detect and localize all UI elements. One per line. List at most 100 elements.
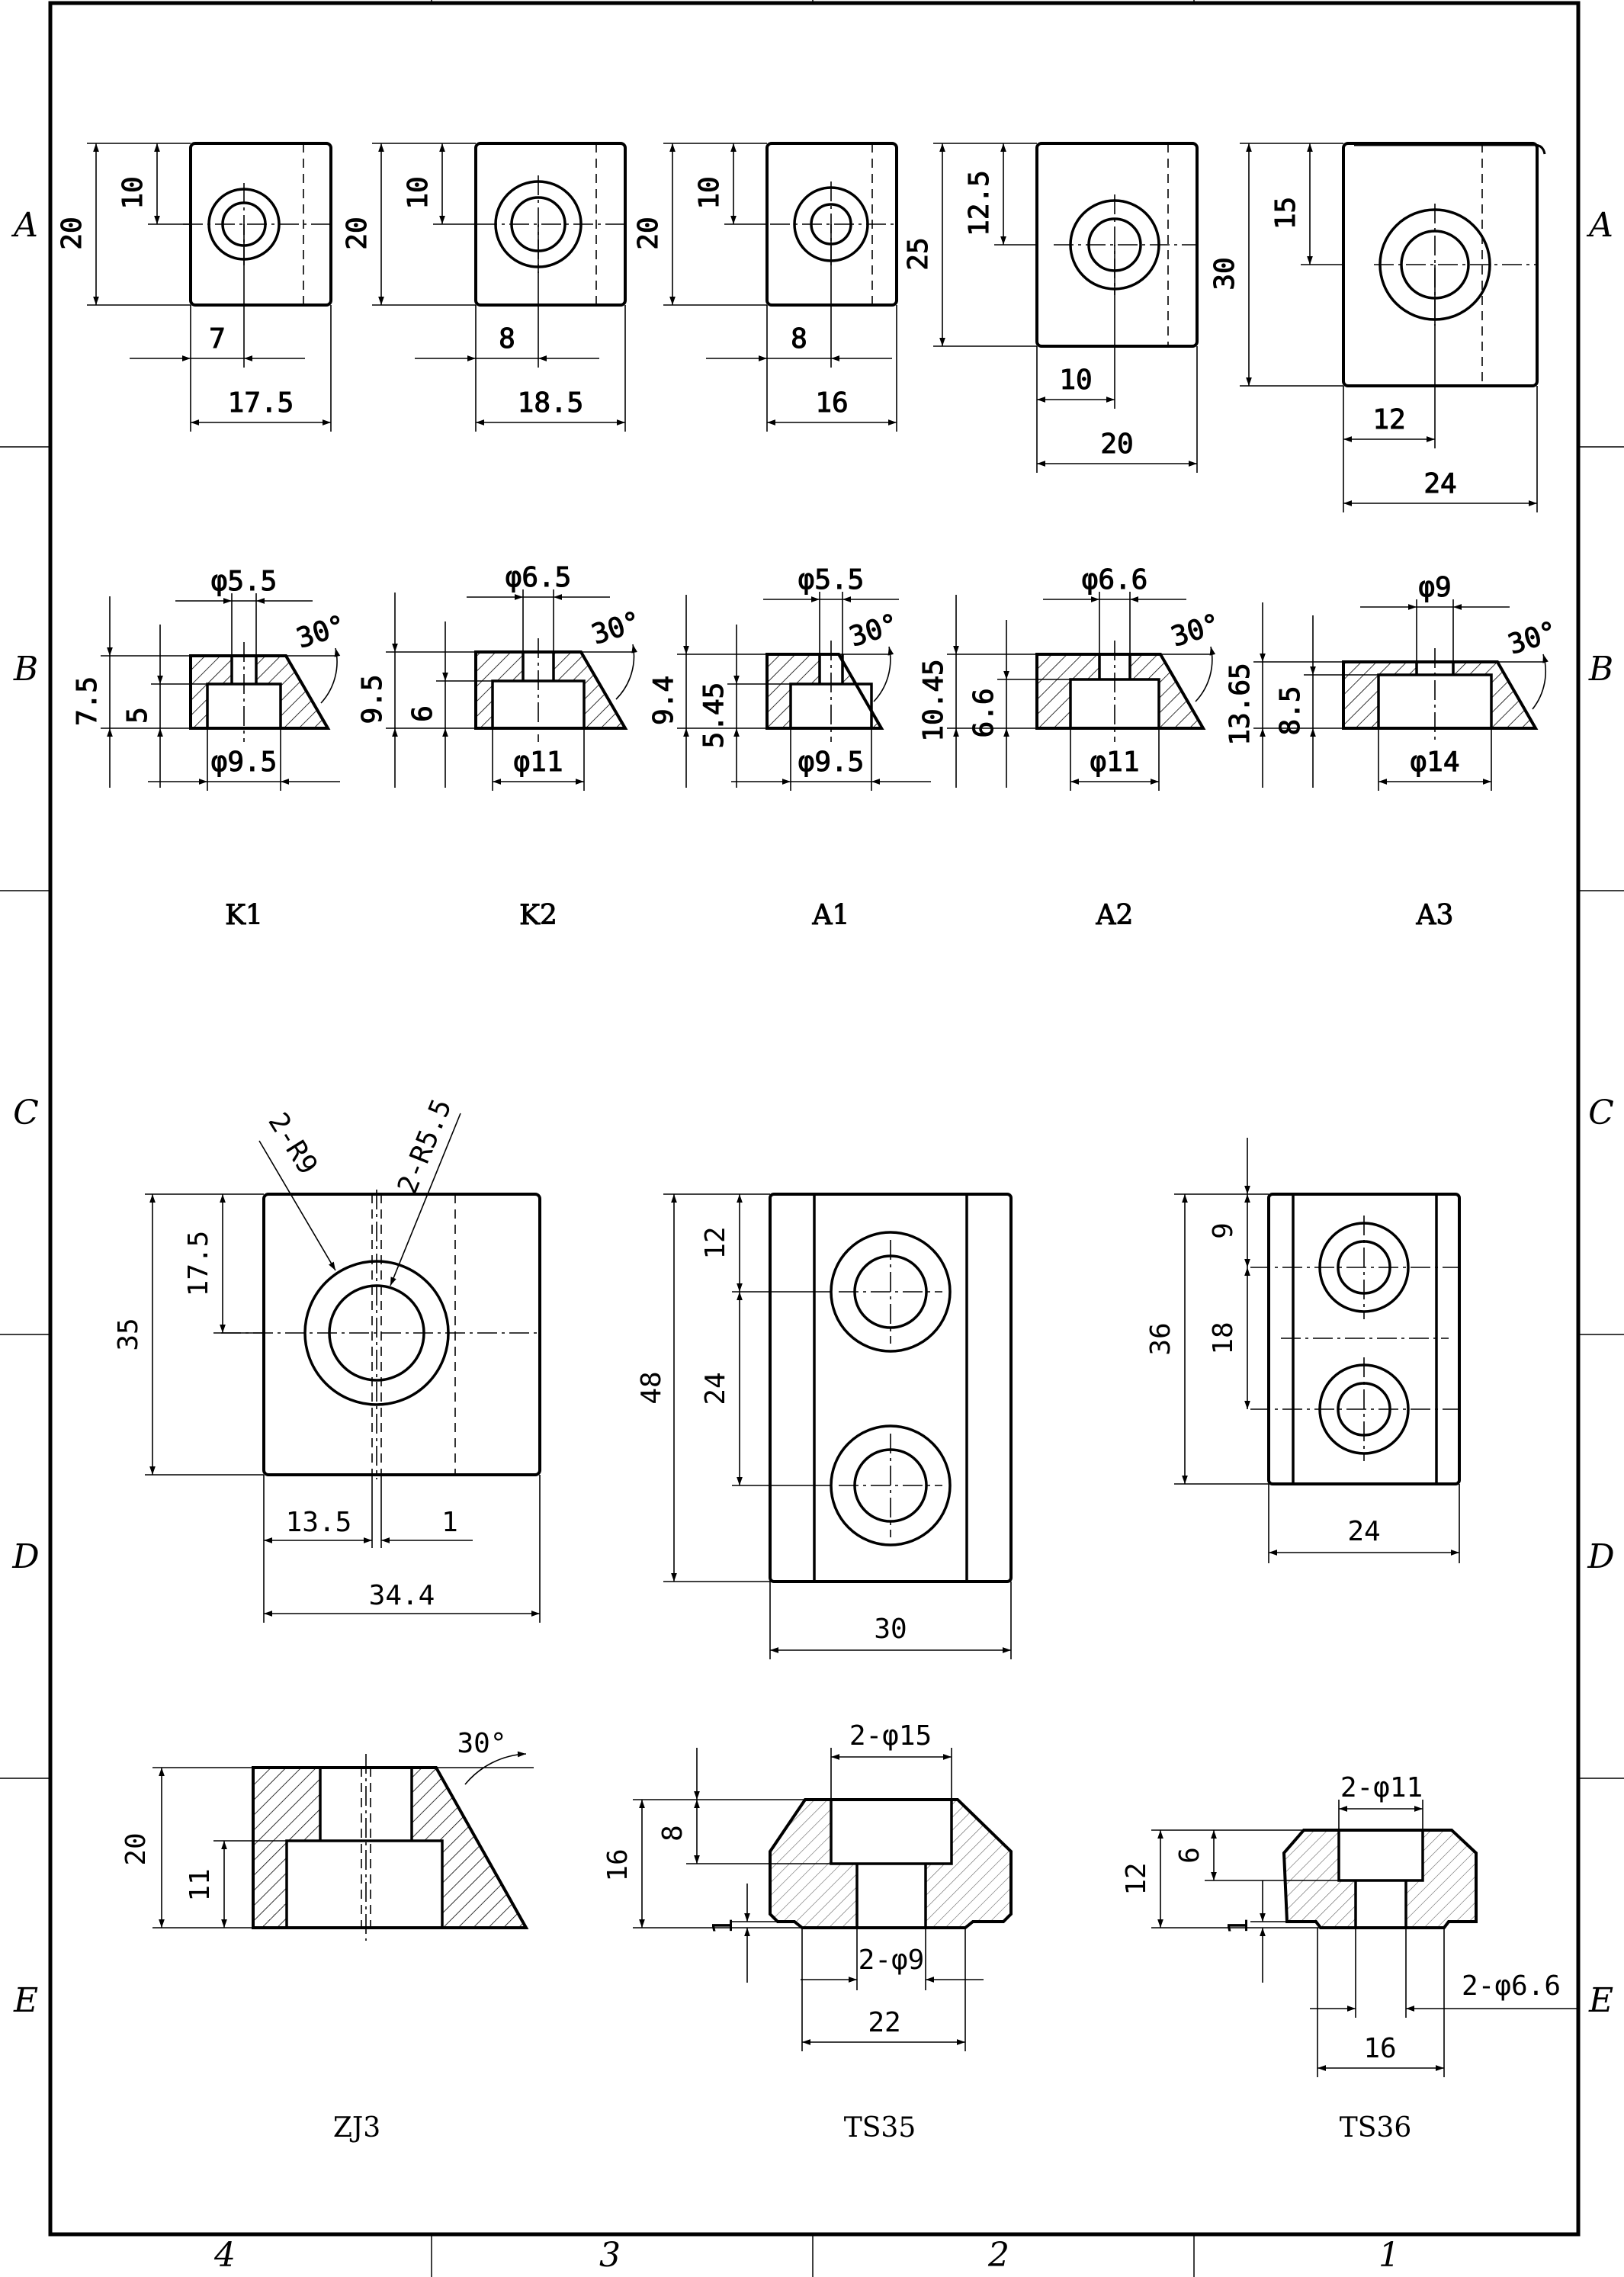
row-label-left: A: [11, 206, 38, 245]
k1-angle: 30°: [293, 610, 350, 655]
ts35-height: 48: [636, 1371, 667, 1404]
k1-height: 20: [56, 217, 88, 249]
k1-half-height: 10: [117, 176, 149, 209]
row-label-left: C: [13, 1094, 39, 1132]
row-label-left: B: [13, 650, 38, 689]
a2-section-height: 10.45: [918, 659, 949, 741]
ts36-top-view: 36 9 18 24: [1145, 1138, 1461, 1563]
ts36-width: 24: [1347, 1516, 1380, 1547]
a1-height: 20: [633, 217, 664, 249]
a1-pocket-height: 5.45: [698, 682, 730, 749]
a1-width: 16: [815, 387, 848, 419]
ts35-edge: 12: [700, 1226, 731, 1259]
a3-bottom-dia: φ14: [1410, 747, 1459, 778]
ts35-section-width: 22: [868, 2007, 900, 2038]
k1-section-height: 7.5: [72, 676, 103, 726]
ts35-top-view: 48 12 24 30: [636, 1193, 1013, 1659]
a2-part-label: A2: [1096, 900, 1134, 931]
a3-part-label: A3: [1416, 900, 1454, 931]
row-label-right: B: [1588, 650, 1613, 689]
ts35-width: 30: [874, 1614, 907, 1645]
ts36-edge: 9: [1208, 1222, 1239, 1239]
zj3-part-label: ZJ3: [333, 2112, 380, 2144]
a3-half-height: 15: [1270, 197, 1301, 230]
k1-part-label: K1: [225, 900, 263, 931]
row-label-right: C: [1588, 1094, 1614, 1132]
ts35-step: 1: [708, 1918, 739, 1935]
a1-section-height: 9.4: [648, 676, 679, 725]
zj3-gap: 1: [441, 1507, 458, 1538]
k2-offset: 8: [499, 323, 515, 355]
zj3-section-height: 20: [120, 1832, 152, 1865]
zj3-radius-small: 2-R5.5: [392, 1095, 458, 1199]
zj3-height: 35: [113, 1318, 144, 1350]
col-label: 1: [1378, 2236, 1400, 2275]
ts35-section-view: 2-φ15 16 8 1 2-φ9 22 TS35: [602, 1720, 1013, 2144]
ts36-hole-dia: 2-φ6.6: [1462, 1970, 1561, 2002]
k2-half-height: 10: [403, 176, 434, 209]
a3-pocket-height: 8.5: [1275, 686, 1306, 735]
a2-angle: 30°: [1167, 609, 1224, 654]
a3-offset: 12: [1372, 404, 1405, 435]
zj3-width: 34.4: [369, 1580, 435, 1611]
a1-views: 20 10 816 φ5.5 30° 9.4 5.45 φ9.5A1: [633, 142, 931, 932]
a3-width: 24: [1423, 468, 1456, 499]
ts36-part-label: TS36: [1340, 2112, 1411, 2144]
col-label: 3: [599, 2236, 621, 2275]
ts35-part-label: TS35: [844, 2112, 916, 2144]
ts36-section-width: 16: [1363, 2033, 1396, 2064]
k2-section-height: 9.5: [357, 674, 388, 724]
a1-top-dia: φ5.5: [798, 564, 865, 596]
row-label-left: E: [13, 1981, 38, 2020]
a2-bottom-dia: φ11: [1090, 747, 1139, 778]
a3-angle: 30°: [1504, 616, 1561, 661]
ts36-step: 1: [1223, 1918, 1254, 1935]
k2-angle: 30°: [588, 606, 645, 651]
zj3-offset: 13.5: [286, 1507, 352, 1538]
a2-pocket-height: 6.6: [968, 688, 1000, 737]
a2-half-height: 12.5: [964, 170, 995, 236]
k2-bottom-dia: φ11: [513, 747, 563, 778]
row-label-right: E: [1588, 1981, 1613, 2020]
k1-bottom-dia: φ9.5: [211, 747, 278, 778]
k2-width: 18.5: [518, 387, 584, 419]
a1-part-label: A1: [812, 900, 850, 931]
ts36-section-height: 12: [1121, 1862, 1152, 1895]
a1-angle: 30°: [846, 609, 903, 654]
ts36-spacing: 18: [1208, 1322, 1239, 1354]
a1-bottom-dia: φ9.5: [798, 747, 865, 778]
a3-section-height: 13.65: [1224, 663, 1256, 745]
row-label-left: D: [11, 1537, 39, 1576]
k1-width: 17.5: [228, 387, 294, 419]
ts36-section-view: 2-φ11 12 6 1 2-φ6.6 16 TS36: [1121, 1772, 1577, 2144]
k2-height: 20: [342, 217, 373, 249]
ts36-height: 36: [1145, 1322, 1176, 1355]
k1-pocket-height: 5: [122, 707, 153, 724]
ts35-hole-dia: 2-φ9: [859, 1945, 925, 1976]
zj3-radius-large: 2-R9: [262, 1107, 323, 1180]
zone-labels: A B C D E A B C D E 4 3 2 1: [11, 206, 1615, 2275]
ts35-cbore-depth: 8: [657, 1825, 688, 1842]
zj3-section-pocket: 11: [185, 1868, 216, 1901]
zj3-top-view: 2-R9 2-R5.5 35 17.5 13.5 1 34.4: [113, 1095, 541, 1623]
ts35-spacing: 24: [700, 1372, 731, 1405]
k2-pocket-height: 6: [407, 705, 438, 722]
k1-offset: 7: [209, 323, 226, 355]
zj3-section-angle: 30°: [457, 1728, 506, 1759]
a3-height: 30: [1209, 257, 1240, 290]
col-label: 2: [987, 2236, 1009, 2275]
a1-half-height: 10: [694, 176, 725, 209]
k2-part-label: K2: [519, 900, 557, 931]
row-label-right: D: [1587, 1537, 1614, 1576]
k2-top-dia: φ6.5: [505, 562, 572, 593]
zj3-half-height: 17.5: [183, 1231, 214, 1297]
row-label-right: A: [1586, 206, 1613, 245]
a1-offset: 8: [791, 323, 807, 355]
ts36-cbore-depth: 6: [1174, 1847, 1205, 1864]
